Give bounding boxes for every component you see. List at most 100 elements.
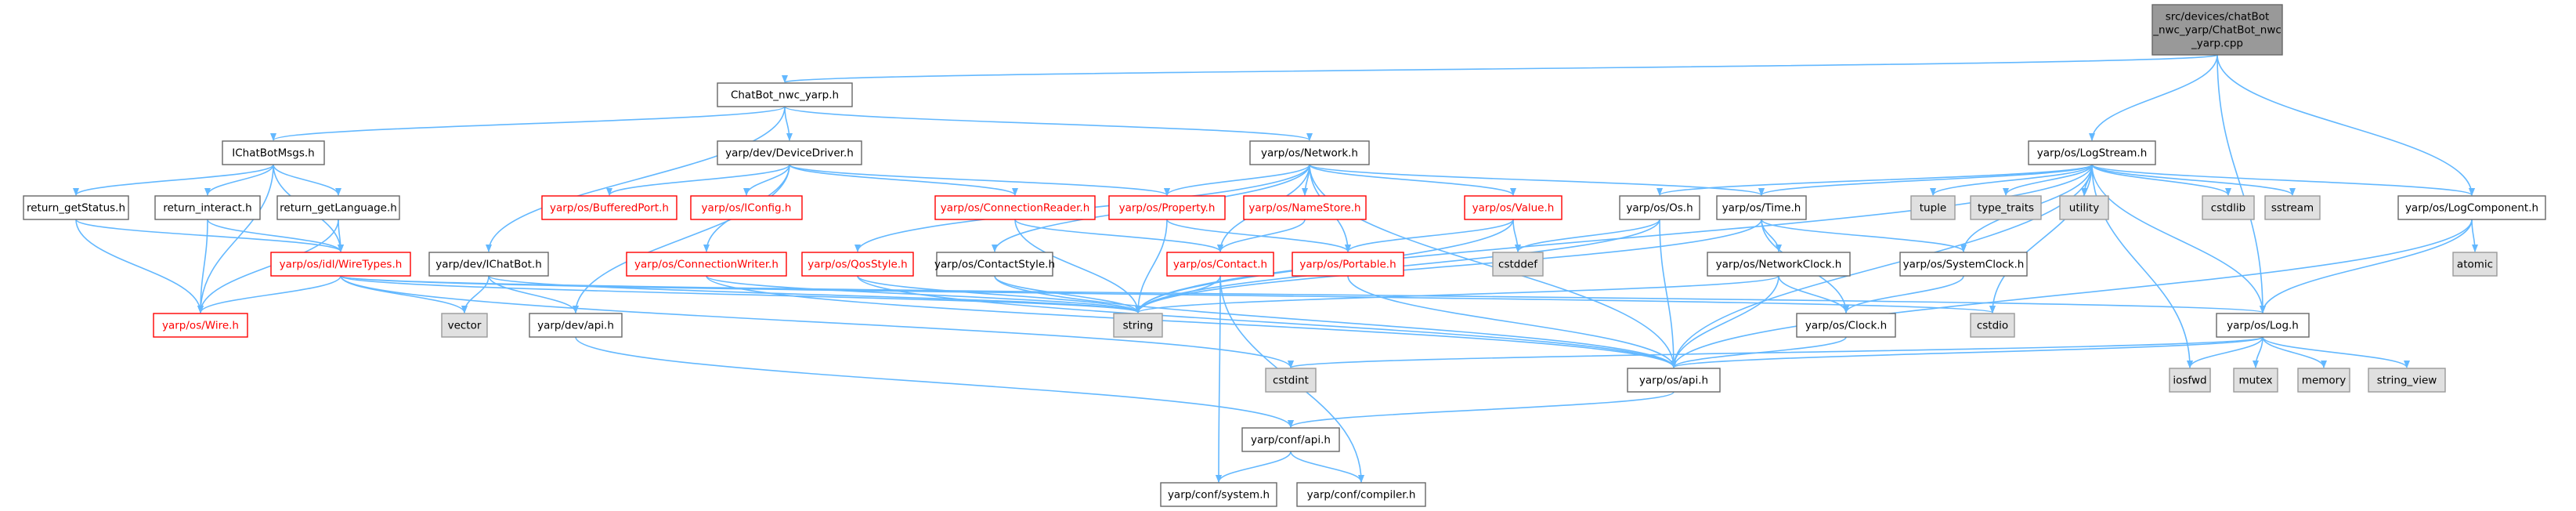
node-box — [541, 195, 677, 220]
edge-ichatbotmsgs-to-interact — [204, 164, 274, 196]
node-confapi[interactable]: yarp/conf/api.h — [1241, 427, 1340, 452]
edge-ichatbot-to-devapi — [488, 275, 579, 313]
node-box — [1249, 140, 1370, 165]
node-bufferedport[interactable]: yarp/os/BufferedPort.h — [541, 195, 677, 220]
node-value[interactable]: yarp/os/Value.h — [1464, 195, 1563, 220]
edge-logcomponent-to-osapi — [1671, 219, 2473, 368]
node-logcomponent[interactable]: yarp/os/LogComponent.h — [2397, 195, 2546, 220]
node-box — [1899, 252, 2028, 277]
node-label: yarp/os/Contact.h — [1173, 259, 1267, 271]
node-networkclock[interactable]: yarp/os/NetworkClock.h — [1707, 252, 1851, 277]
edge-network-to-time — [1309, 164, 1765, 196]
edge-logstream-to-sstream — [2091, 164, 2296, 196]
edge-interact-to-wiretypes — [207, 219, 344, 252]
node-cstdint[interactable]: cstdint — [1265, 368, 1317, 393]
node-iosfwd[interactable]: iosfwd — [2169, 368, 2211, 393]
node-mutex[interactable]: mutex — [2233, 368, 2278, 393]
edge-interact-to-wire — [197, 219, 208, 313]
edge-connreader-to-contact — [1014, 219, 1223, 252]
node-utility[interactable]: utility — [2059, 195, 2109, 220]
edge-log-to-osapi — [1671, 336, 2263, 368]
node-ichatbotmsgs[interactable]: IChatBotMsgs.h — [222, 140, 325, 165]
node-box — [2059, 195, 2109, 220]
node-ichatbot[interactable]: yarp/dev/IChatBot.h — [428, 252, 549, 277]
edge-chatbot_nwc-to-ichatbotmsgs — [270, 106, 786, 141]
edge-logstream-to-tuple — [1930, 164, 2093, 196]
node-log[interactable]: yarp/os/Log.h — [2216, 313, 2310, 338]
node-namestore[interactable]: yarp/os/NameStore.h — [1243, 195, 1367, 220]
node-os[interactable]: yarp/os/Os.h — [1619, 195, 1700, 220]
node-property[interactable]: yarp/os/Property.h — [1108, 195, 1226, 220]
node-contactstyle[interactable]: yarp/os/ContactStyle.h — [934, 252, 1055, 277]
node-systemclock[interactable]: yarp/os/SystemClock.h — [1899, 252, 2028, 277]
node-sstream[interactable]: sstream — [2264, 195, 2321, 220]
node-string_view[interactable]: string_view — [2368, 368, 2446, 393]
node-string[interactable]: string — [1113, 313, 1163, 338]
node-interact[interactable]: return_interact.h — [154, 195, 261, 220]
node-root[interactable]: src/devices/chatBot_nwc_yarp/ChatBot_nwc… — [2151, 4, 2283, 56]
node-contact[interactable]: yarp/os/Contact.h — [1166, 252, 1274, 277]
node-label: yarp/dev/IChatBot.h — [435, 259, 542, 271]
node-tuple[interactable]: tuple — [1910, 195, 1956, 220]
node-devicedriver[interactable]: yarp/dev/DeviceDriver.h — [717, 140, 862, 165]
node-cstddef[interactable]: cstddef — [1492, 252, 1544, 277]
node-cstdlib[interactable]: cstdlib — [2202, 195, 2255, 220]
node-clock[interactable]: yarp/os/Clock.h — [1796, 313, 1896, 338]
edge-getstatus-to-wiretypes — [75, 219, 344, 252]
node-label: string — [1123, 320, 1154, 332]
node-confsystem[interactable]: yarp/conf/system.h — [1160, 482, 1277, 507]
node-getstatus[interactable]: return_getStatus.h — [23, 195, 129, 220]
node-label: yarp/os/Property.h — [1119, 202, 1216, 215]
node-box — [1619, 195, 1700, 220]
node-label: type_traits — [1978, 202, 2034, 215]
edge-confapi-to-confsystem — [1216, 451, 1292, 483]
node-box — [1292, 252, 1404, 277]
node-wire[interactable]: yarp/os/Wire.h — [153, 313, 248, 338]
node-osapi[interactable]: yarp/os/api.h — [1627, 368, 1721, 393]
node-label: ChatBot_nwc_yarp.h — [731, 89, 839, 102]
edge-log-to-cstdint — [1288, 336, 2263, 368]
node-label: yarp/os/idl/WireTypes.h — [280, 259, 403, 271]
node-box — [153, 313, 248, 338]
node-box — [441, 313, 488, 338]
node-box — [1160, 482, 1277, 507]
node-network[interactable]: yarp/os/Network.h — [1249, 140, 1370, 165]
edge-logstream-to-os — [1657, 164, 2093, 196]
node-label: yarp/os/IConfig.h — [702, 202, 792, 215]
node-vector[interactable]: vector — [441, 313, 488, 338]
node-chatbot_nwc[interactable]: ChatBot_nwc_yarp.h — [717, 82, 853, 107]
edge-chatbot_nwc-to-network — [784, 106, 1313, 141]
edge-logcomponent-to-atomic — [2471, 219, 2478, 252]
node-box — [2233, 368, 2278, 393]
node-atomic[interactable]: atomic — [2452, 252, 2498, 277]
edge-log-to-mutex — [2253, 336, 2263, 368]
node-time[interactable]: yarp/os/Time.h — [1716, 195, 1807, 220]
node-qosstyle[interactable]: yarp/os/QosStyle.h — [801, 252, 914, 277]
node-memory[interactable]: memory — [2297, 368, 2350, 393]
node-box — [2169, 368, 2211, 393]
node-label: yarp/os/Clock.h — [1805, 320, 1887, 332]
node-label: yarp/os/Log.h — [2227, 320, 2299, 332]
node-logstream[interactable]: yarp/os/LogStream.h — [2028, 140, 2156, 165]
node-devapi[interactable]: yarp/dev/api.h — [529, 313, 623, 338]
node-label: yarp/conf/api.h — [1251, 434, 1331, 447]
edge-os-to-cstddef — [1515, 219, 1660, 252]
node-confcompiler[interactable]: yarp/conf/compiler.h — [1296, 482, 1426, 507]
node-label: iosfwd — [2173, 375, 2206, 387]
edge-value-to-cstddef — [1512, 219, 1521, 252]
node-wiretypes[interactable]: yarp/os/idl/WireTypes.h — [270, 252, 411, 277]
node-connwriter[interactable]: yarp/os/ConnectionWriter.h — [626, 252, 787, 277]
node-portable[interactable]: yarp/os/Portable.h — [1292, 252, 1404, 277]
node-label: return_interact.h — [163, 202, 251, 215]
node-getlanguage[interactable]: return_getLanguage.h — [276, 195, 400, 220]
node-label: yarp/conf/compiler.h — [1307, 489, 1416, 502]
node-type_traits[interactable]: type_traits — [1970, 195, 2042, 220]
node-box — [1910, 195, 1956, 220]
edge-devicedriver-to-iconfig — [743, 164, 790, 196]
node-connreader[interactable]: yarp/os/ConnectionReader.h — [934, 195, 1096, 220]
node-label: yarp/os/ContactStyle.h — [934, 259, 1055, 271]
edge-time-to-systemclock — [1761, 219, 1967, 252]
node-iconfig[interactable]: yarp/os/IConfig.h — [690, 195, 803, 220]
node-cstdio[interactable]: cstdio — [1970, 313, 2015, 338]
node-label: yarp/os/ConnectionWriter.h — [634, 259, 779, 271]
